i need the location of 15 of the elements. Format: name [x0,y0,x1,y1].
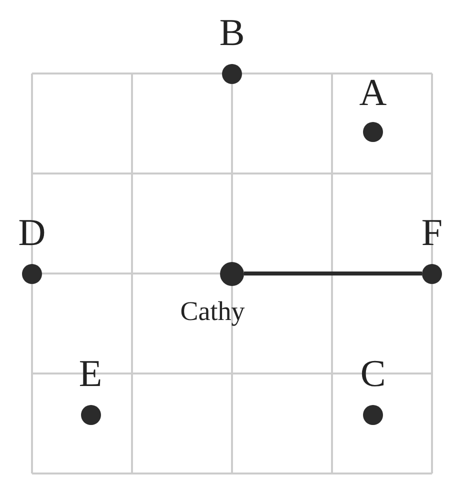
point-label: E [78,355,102,394]
connector-line [244,272,422,276]
point-label: A [359,74,387,112]
point-label: C [360,355,386,394]
point-dot [22,264,42,284]
point-dot [220,262,244,286]
point-label: Cathy [180,298,245,326]
point-label: D [18,214,46,252]
point-dot [363,405,383,425]
point-label: F [421,214,443,252]
point-dot [363,122,383,142]
point-dot [222,64,242,84]
point-dot [422,264,442,284]
point-label: B [219,14,245,52]
point-dot [80,405,100,425]
